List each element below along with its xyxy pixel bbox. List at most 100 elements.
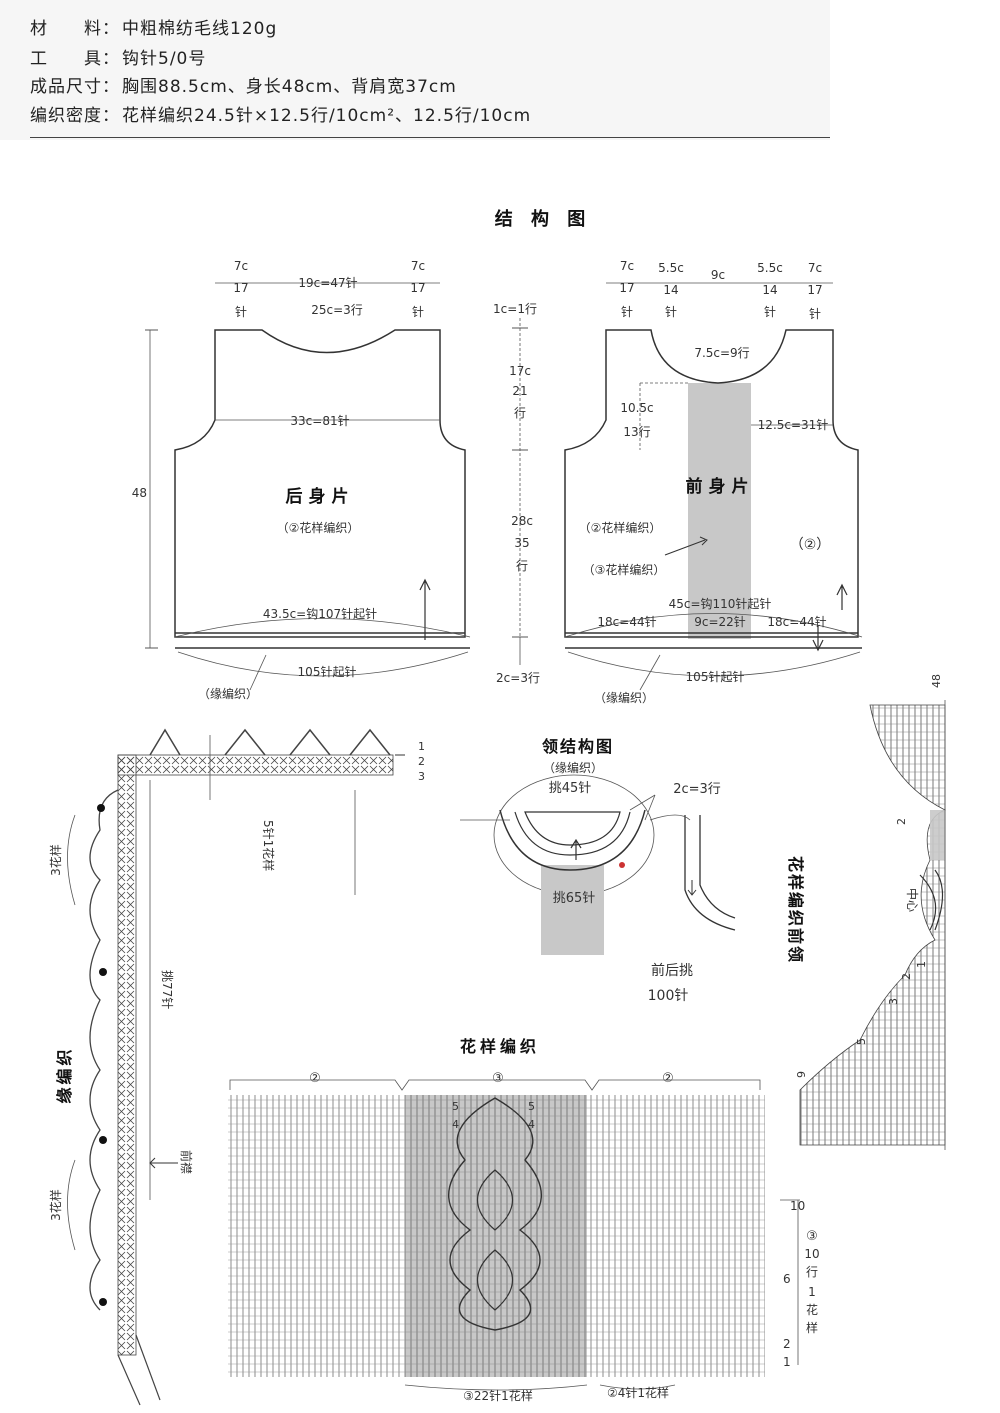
- info-gauge: 编织密度：花样编织24.5针×12.5行/10cm²、12.5行/10cm: [30, 101, 531, 126]
- edging-flower: 3花样: [48, 1189, 63, 1221]
- pattern-section-3: ③: [492, 1071, 504, 1086]
- back-pattern: （②花样编织）: [277, 520, 360, 535]
- edging-side: 前襟: [179, 1150, 194, 1174]
- mid-dim: 行: [516, 559, 528, 573]
- edging-row-num: 1: [418, 740, 425, 753]
- mid-dim: 1c=1行: [493, 302, 537, 316]
- pattern-rows-label: ③: [806, 1229, 818, 1244]
- collar-count: 100针: [648, 988, 689, 1004]
- mid-dim: 2c=3行: [496, 671, 540, 685]
- info-size: 成品尺寸：胸围88.5cm、身长48cm、背肩宽37cm: [30, 72, 457, 97]
- info-value: 花样编织24.5针×12.5行/10cm²、12.5行/10cm: [122, 106, 532, 126]
- collar-edge: （缘编织）: [543, 760, 603, 775]
- back-top-dim: 7c: [234, 259, 248, 273]
- info-label: 工 具：: [30, 49, 120, 69]
- front-center-panel: [688, 383, 751, 639]
- front-pattern-3: （③花样编织）: [583, 562, 666, 577]
- edging-vertical-band: [117, 754, 137, 1356]
- front-pattern-2: （②花样编织）: [579, 520, 662, 535]
- front-top-dim: 5.5c: [757, 261, 783, 275]
- front-top-dim: 针: [764, 304, 776, 319]
- front-neck-chart: [799, 700, 946, 1150]
- pattern-rows-label: 样: [806, 1320, 818, 1335]
- back-start: 43.5c=钩107针起针: [263, 606, 377, 621]
- collar-rows: 2c=3行: [673, 782, 721, 797]
- collar-pick65: 挑65针: [553, 891, 596, 906]
- info-tools: 工 具：钩针5/0号: [30, 44, 206, 69]
- pattern-stitch-grid: [228, 1095, 765, 1377]
- info-value: 中粗棉纺毛线120g: [122, 19, 278, 39]
- mid-dim: 行: [514, 406, 526, 420]
- front-top-dim: 针: [809, 306, 821, 321]
- info-label: 编织密度：: [30, 106, 120, 126]
- pattern-rows-label: 行: [806, 1265, 818, 1279]
- pattern-title: 花样编织: [460, 1037, 540, 1056]
- back-top-dim: 针: [412, 304, 424, 319]
- middle-dimensions: [512, 318, 528, 665]
- mid-dim: 17c: [509, 364, 531, 378]
- front-top-dim: 7c: [620, 259, 634, 273]
- pattern-chart: [228, 1079, 800, 1391]
- pattern-row-num: 2: [783, 1337, 791, 1351]
- back-edge-count: 105针起针: [298, 664, 357, 679]
- front-top-dim: 针: [665, 304, 677, 319]
- neck-row-num: 5: [855, 1038, 868, 1045]
- edging-horizontal-band: [117, 754, 394, 776]
- front-edge-label: （缘编织）: [594, 690, 654, 705]
- back-height-dim: 48: [132, 486, 147, 500]
- front-piece-name: 前身片: [686, 476, 755, 497]
- neck-row-num: 1: [915, 961, 928, 968]
- front-side-dim: 12.5c=31针: [758, 417, 829, 432]
- edging-pick: 挑77针: [160, 970, 175, 1009]
- pattern-row-num: 5: [528, 1100, 535, 1113]
- edging-repeat: 5针1花样: [261, 820, 276, 871]
- edging-row-num: 2: [418, 755, 425, 768]
- structure-title: 结 构 图: [495, 208, 592, 230]
- edging-chart: [67, 728, 405, 1406]
- back-piece-name: 后身片: [286, 486, 355, 507]
- neck-row-num: 3: [887, 998, 900, 1005]
- front-top-dim: 针: [621, 304, 633, 319]
- back-width-dim: 33c=81针: [290, 413, 349, 428]
- front-top-dim: 17: [807, 283, 822, 297]
- front-start: 45c=钩110针起针: [669, 596, 772, 611]
- back-top-dim: 7c: [411, 259, 425, 273]
- back-piece: [145, 282, 471, 691]
- header-divider: [30, 137, 830, 138]
- pattern-repeat-4: ②4针1花样: [607, 1385, 669, 1400]
- front-top-dim: 17: [619, 281, 634, 295]
- front-top-dim: 14: [762, 283, 777, 297]
- front-split: 9c=22针: [694, 614, 746, 629]
- front-armhole-dim: 10.5c: [620, 401, 653, 415]
- edging-title: 缘编织: [55, 1046, 74, 1103]
- front-neck-dim: 7.5c=9行: [694, 346, 749, 360]
- edging-row-num: 3: [418, 770, 425, 783]
- neck-title: 花样编织前领: [786, 856, 805, 964]
- back-top-dim: 19c=47针: [298, 275, 357, 290]
- collar-title: 领结构图: [542, 737, 614, 756]
- pattern-repeat-22: ③22针1花样: [463, 1388, 533, 1403]
- pattern-row-num: 4: [528, 1118, 535, 1131]
- pattern-row-num: 1: [783, 1355, 791, 1369]
- collar-diagram: [460, 774, 736, 955]
- back-top-dim: 17: [233, 281, 248, 295]
- info-value: 钩针5/0号: [122, 49, 207, 69]
- front-split: 18c=44针: [597, 614, 656, 629]
- pattern-row-num: 4: [452, 1118, 459, 1131]
- pattern-row-num: 6: [783, 1272, 791, 1286]
- neck-center: 中心: [905, 888, 920, 912]
- info-value: 胸围88.5cm、身长48cm、背肩宽37cm: [122, 77, 457, 97]
- front-top-dim: 9c: [711, 268, 725, 282]
- mid-dim: 28c: [511, 514, 533, 528]
- pattern-rows-label: 1: [808, 1285, 816, 1299]
- pattern-row-num: 10: [790, 1199, 805, 1213]
- pattern-rows-label: 10: [804, 1247, 819, 1261]
- neck-row-num: 2: [900, 973, 913, 980]
- back-top-dim: 针: [235, 304, 247, 319]
- front-split: 18c=44针: [767, 614, 826, 629]
- collar-front-back: 前后挑: [651, 962, 693, 979]
- back-outline: [174, 329, 466, 638]
- mid-dim: 21: [512, 384, 527, 398]
- pattern-section-2b: ②: [662, 1071, 674, 1086]
- back-edge-label: （缘编织）: [198, 686, 258, 701]
